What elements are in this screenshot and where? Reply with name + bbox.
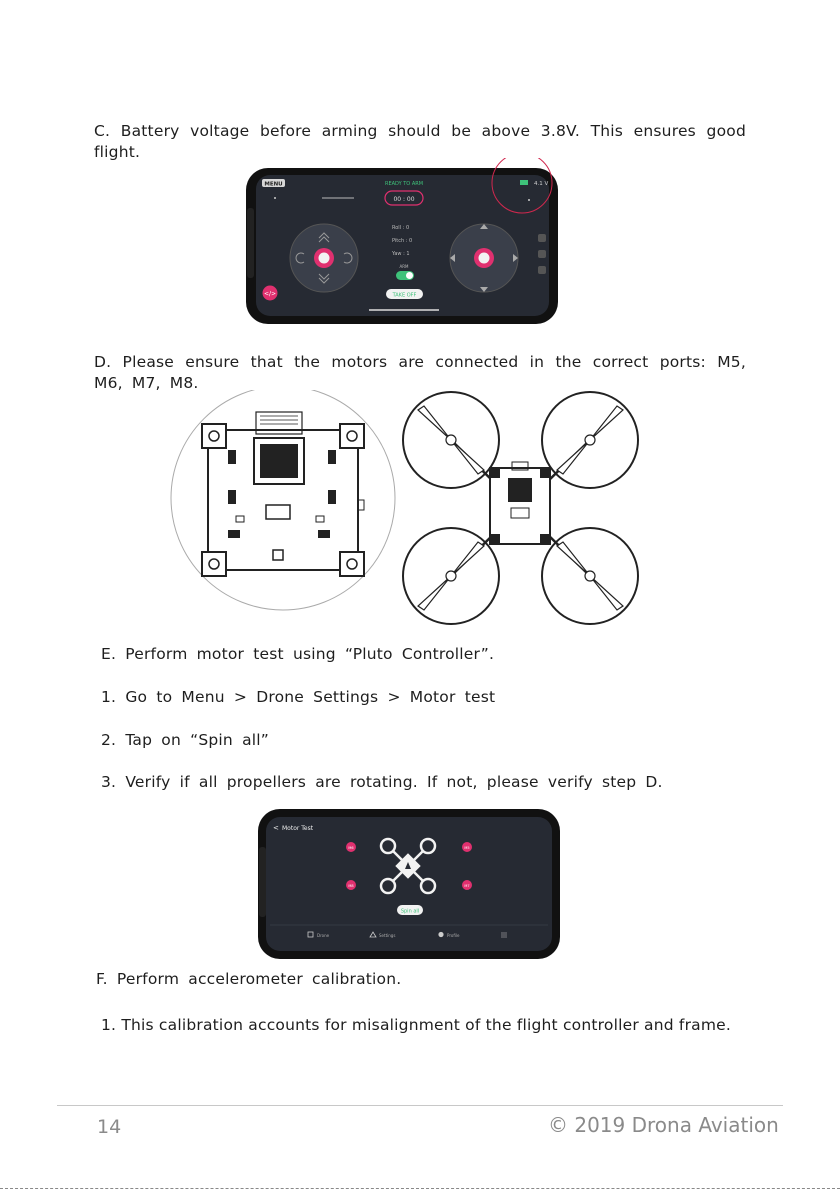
spin-all-button [397, 905, 423, 915]
motor-badge-m7 [462, 880, 472, 890]
controller-screenshot: MENU READY TO ARM 4.1 V 00 : 00 Roll : 0… [246, 158, 558, 324]
battery-icon [520, 180, 528, 185]
arm-label: ARM [400, 264, 410, 269]
propellers [417, 405, 624, 611]
nav-settings: Settings [379, 933, 395, 938]
drone-nav-icon [307, 931, 314, 938]
step-e3-text: 3. Verify if all propellers are rotating… [101, 773, 663, 791]
page-number: 14 [97, 1116, 122, 1138]
more-nav-icon [501, 932, 507, 938]
spin-all-label: Spin all [401, 909, 419, 915]
motor-badge-m5 [462, 842, 472, 852]
drone-frame [450, 439, 591, 577]
motor-label-m5: M5 [464, 846, 469, 850]
settings-nav-icon [369, 931, 377, 938]
takeoff-button [386, 289, 423, 299]
flight-controller-board [201, 411, 365, 577]
motor-ports-figure [170, 390, 639, 625]
page-edge-dash [0, 1188, 840, 1189]
phone-notch [247, 208, 254, 278]
step-e1-text: 1. Go to Menu > Drone Settings > Motor t… [101, 688, 496, 706]
motor-label-m8: M8 [348, 884, 353, 888]
app-logo-icon [262, 285, 278, 301]
battery-voltage: 4.1 V [534, 181, 548, 187]
motor-test-title: Motor Test [282, 825, 314, 832]
phone-screen [266, 817, 552, 951]
profile-nav-icon [438, 931, 444, 938]
menu-label: MENU [264, 182, 282, 188]
motor-label-m7: M7 [464, 884, 469, 888]
status-text: READY TO ARM [385, 181, 423, 187]
step-d-text: D. Please ensure that the motors are con… [94, 353, 746, 392]
step-c-text: C. Battery voltage before arming should … [94, 122, 746, 161]
svg-text:</>: </> [264, 291, 276, 298]
step-e-text: E. Perform motor test using “Pluto Contr… [101, 645, 495, 663]
battery-callout-circle [491, 158, 553, 214]
pitch-readout: Pitch : 0 [392, 238, 412, 244]
step-f1-text: 1. This calibration accounts for misalig… [101, 1016, 732, 1034]
timer: 00 : 00 [393, 196, 414, 203]
takeoff-label: TAKE OFF [392, 293, 417, 299]
propeller-guards [402, 391, 639, 625]
footer-divider [57, 1105, 783, 1106]
yaw-readout: Yaw : 1 [391, 251, 410, 257]
back-chevron-icon: < [273, 824, 279, 832]
menu-button [262, 179, 285, 187]
motor-badge-m8 [346, 880, 356, 890]
roll-readout: Roll : 0 [392, 225, 409, 231]
motor-label-m6: M6 [348, 846, 353, 850]
nav-drone: Drone [317, 933, 330, 938]
motor-test-screenshot: < Motor Test M6 M5 M8 M7 Spin all Drone … [258, 809, 560, 959]
phone-notch [259, 847, 266, 917]
motor-badge-m6 [346, 842, 356, 852]
nav-profile: Profile [447, 933, 460, 938]
copyright-text: © 2019 Drona Aviation [548, 1113, 779, 1137]
timer-box [384, 190, 424, 206]
step-f-text: F. Perform accelerometer calibration. [96, 970, 402, 988]
step-e2-text: 2. Tap on “Spin all” [101, 731, 270, 749]
